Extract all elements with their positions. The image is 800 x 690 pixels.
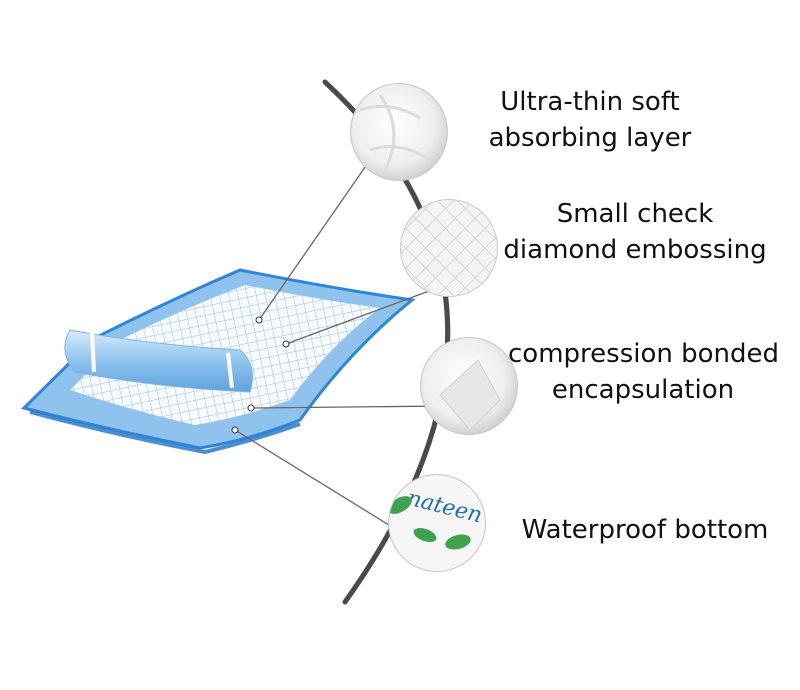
label-encapsulation: compression bonded encapsulation [508, 336, 780, 408]
pad-rolled-edge [64, 329, 253, 393]
detail-circle-encapsulation [420, 337, 518, 435]
label-soft-layer: Ultra-thin soft absorbing layer [480, 84, 700, 156]
leader-dot [231, 426, 239, 434]
label-embossing: Small check diamond embossing [500, 196, 770, 268]
leader-dot [255, 316, 263, 324]
label-line: Small check [556, 199, 714, 229]
leaf-icon [413, 528, 437, 542]
label-line: Ultra-thin soft [500, 87, 680, 117]
leader-dot [282, 340, 290, 348]
leader-lines [234, 159, 447, 531]
leader-dot [247, 404, 255, 412]
label-line: diamond embossing [503, 235, 767, 265]
label-line: encapsulation [551, 375, 735, 405]
detail-circle-embossing [400, 199, 498, 297]
underpad-illustration [21, 268, 416, 455]
leader-line-encapsulation [250, 405, 447, 409]
detail-circle-soft-layer [350, 83, 448, 181]
label-line: compression bonded [508, 339, 780, 369]
leader-line-soft-layer [258, 159, 371, 321]
leaf-icon [445, 534, 471, 550]
label-bottom: Waterproof bottom [520, 512, 770, 548]
leader-line-bottom [234, 429, 398, 531]
leader-line-embossing [285, 286, 441, 345]
label-line: Waterproof bottom [521, 515, 769, 545]
detail-circle-bottom: nateen [388, 474, 486, 572]
label-line: absorbing layer [488, 123, 692, 153]
